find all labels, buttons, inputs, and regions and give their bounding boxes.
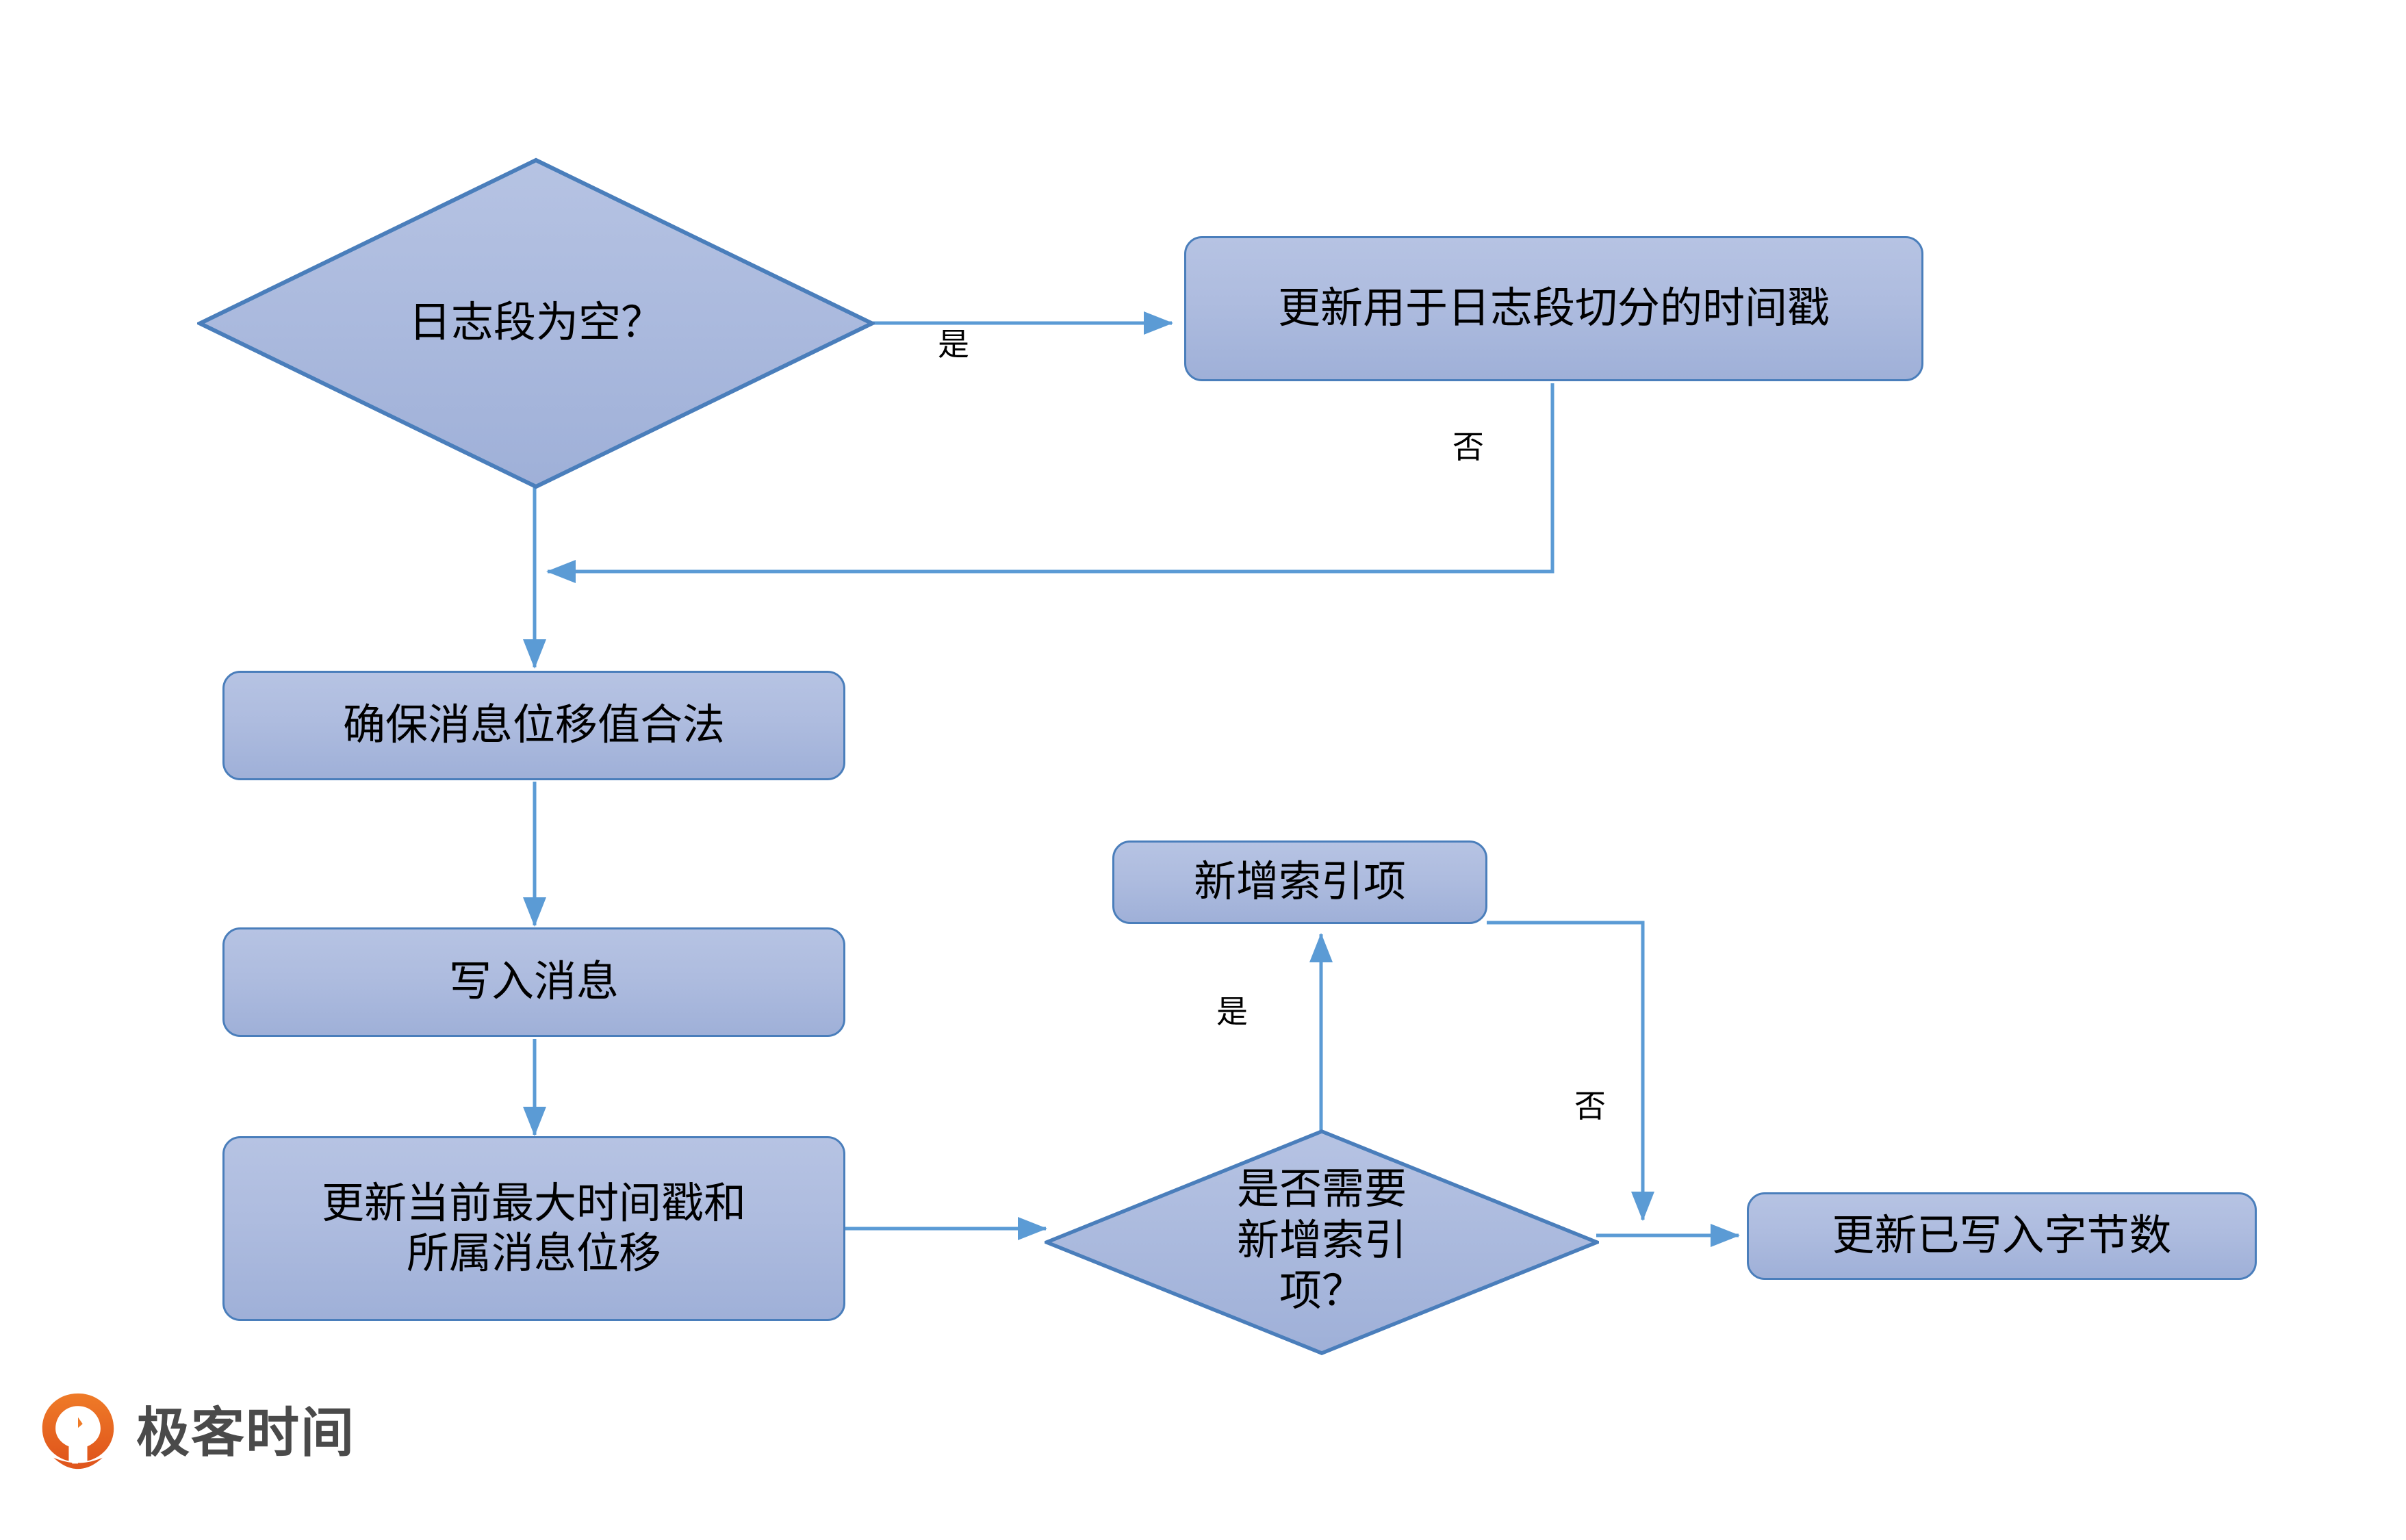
geektime-logo-icon (38, 1391, 118, 1474)
decision-log-segment-empty[interactable]: 日志段为空？ (197, 157, 875, 489)
process-label: 新增索引项 (1193, 858, 1406, 906)
geektime-wordmark: 极客时间 (136, 1402, 356, 1463)
geektime-logo: 极客时间 (38, 1391, 355, 1474)
diamond-shape (1045, 1129, 1599, 1355)
process-label: 更新当前最大时间戳和 所属消息位移 (321, 1179, 746, 1277)
process-label: 更新用于日志段切分的时间戳 (1277, 285, 1830, 333)
decision-label: 是否需要 新增索引 项？ (1236, 1166, 1407, 1316)
diamond-shape (197, 157, 875, 489)
edge-label-yes-bottom: 是 (1216, 994, 1248, 1029)
decision-label: 日志段为空？ (408, 299, 663, 347)
process-label: 更新已写入字节数 (1832, 1212, 2172, 1260)
process-update-written-bytes[interactable]: 更新已写入字节数 (1747, 1192, 2257, 1280)
edge-label-yes-top: 是 (938, 326, 969, 362)
process-update-segment-split-timestamp[interactable]: 更新用于日志段切分的时间戳 (1184, 236, 1923, 381)
decision-need-new-index-entry[interactable]: 是否需要 新增索引 项？ (1045, 1129, 1599, 1355)
process-update-max-timestamp-and-offset[interactable]: 更新当前最大时间戳和 所属消息位移 (222, 1136, 845, 1321)
process-write-message[interactable]: 写入消息 (222, 927, 845, 1037)
process-ensure-offset-valid[interactable]: 确保消息位移值合法 (222, 671, 845, 780)
edge-label-no-bottom: 否 (1574, 1088, 1606, 1124)
edge-label-no-top: 否 (1452, 429, 1484, 465)
process-label: 写入消息 (448, 958, 619, 1006)
process-add-index-entry[interactable]: 新增索引项 (1112, 840, 1487, 924)
process-label: 确保消息位移值合法 (342, 702, 725, 749)
